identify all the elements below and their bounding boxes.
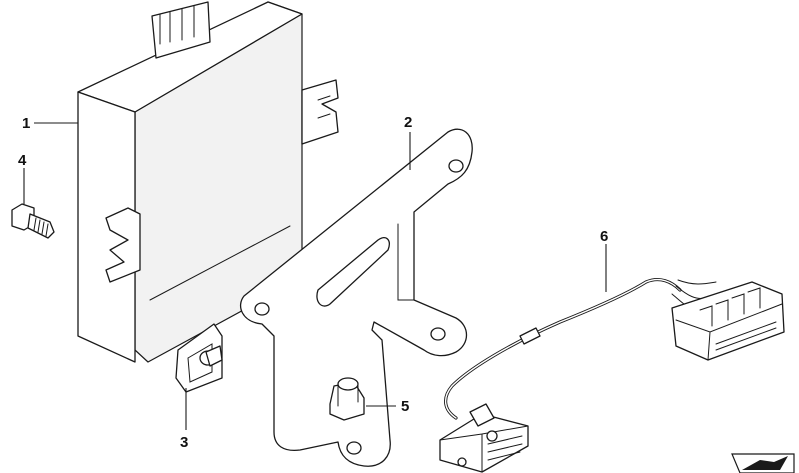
callout-1: 1 (22, 115, 30, 132)
clip-nut (175, 323, 223, 393)
wiring-harness (439, 277, 785, 473)
callout-4: 4 (18, 152, 27, 169)
callout-2: 2 (404, 114, 412, 131)
callout-3: 3 (180, 434, 188, 451)
arrow-right-icon[interactable] (731, 453, 795, 473)
bolt (11, 203, 55, 239)
control-module (77, 1, 339, 363)
leader-lines (23, 122, 607, 430)
callout-6: 6 (600, 228, 608, 245)
callout-5: 5 (401, 398, 409, 415)
mounting-bracket (239, 128, 473, 467)
nut (329, 377, 365, 421)
